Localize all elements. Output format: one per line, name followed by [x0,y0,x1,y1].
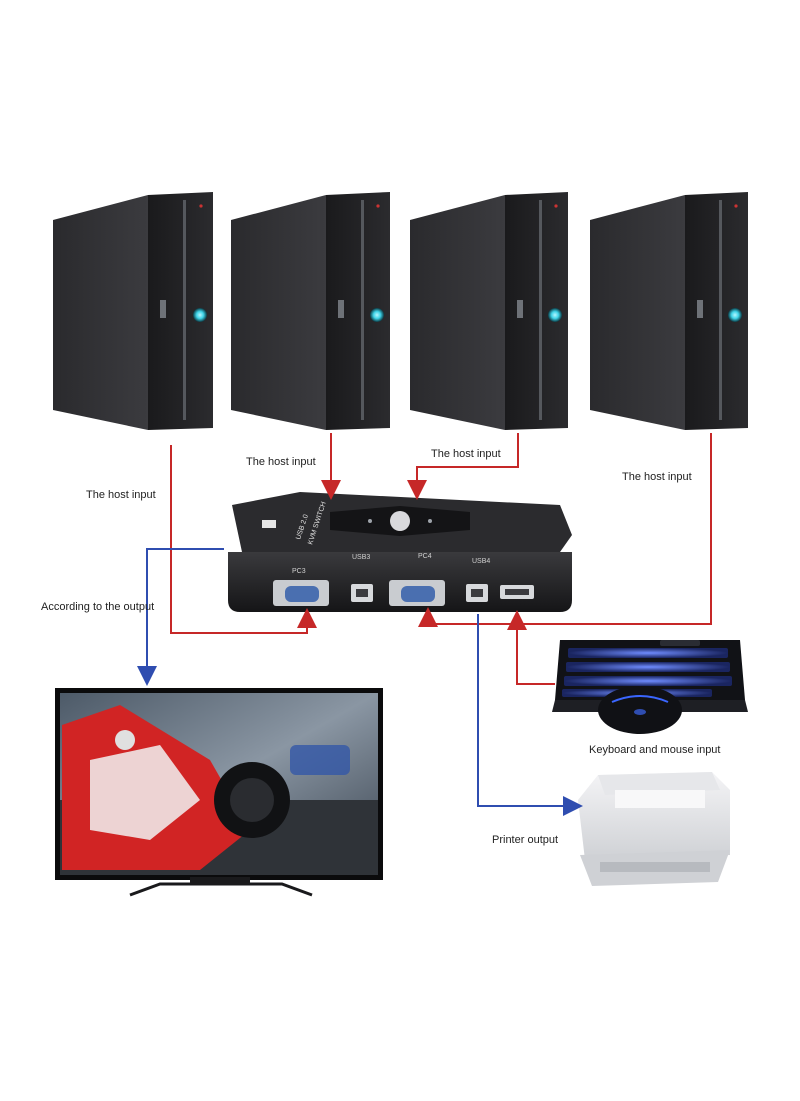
power-led-icon [193,308,207,322]
label-host-input-1: The host input [86,489,156,501]
tower-pc-3 [410,192,568,430]
output-lines [137,548,583,816]
label-printer: Printer output [492,834,559,846]
label-host-input-3: The host input [431,448,501,460]
tower-pc-1 [53,192,213,430]
input-lines [170,433,712,685]
tower-pc-2 [231,192,390,430]
kvm-switch-icon: PC3 USB3 PC4 USB4 USB 2.0 KVM SWITCH [228,492,572,612]
port-label-usb4: USB4 [472,558,490,565]
power-led-icon [370,308,384,322]
mouse-icon [598,686,682,734]
port-label-usb3: USB3 [352,554,370,561]
port-label-pc4: PC4 [418,553,432,560]
port-label-pc3: PC3 [292,568,306,575]
label-output: According to the output [41,601,155,613]
monitor-icon [55,688,383,897]
keyboard-icon [552,640,748,712]
label-host-input-4: The host input [622,471,692,483]
label-host-input-2: The host input [246,456,316,468]
power-led-icon [548,308,562,322]
power-led-icon [728,308,742,322]
printer-icon [578,772,730,886]
tower-pc-4 [590,192,748,430]
label-keyboard-mouse: Keyboard and mouse input [589,744,721,756]
